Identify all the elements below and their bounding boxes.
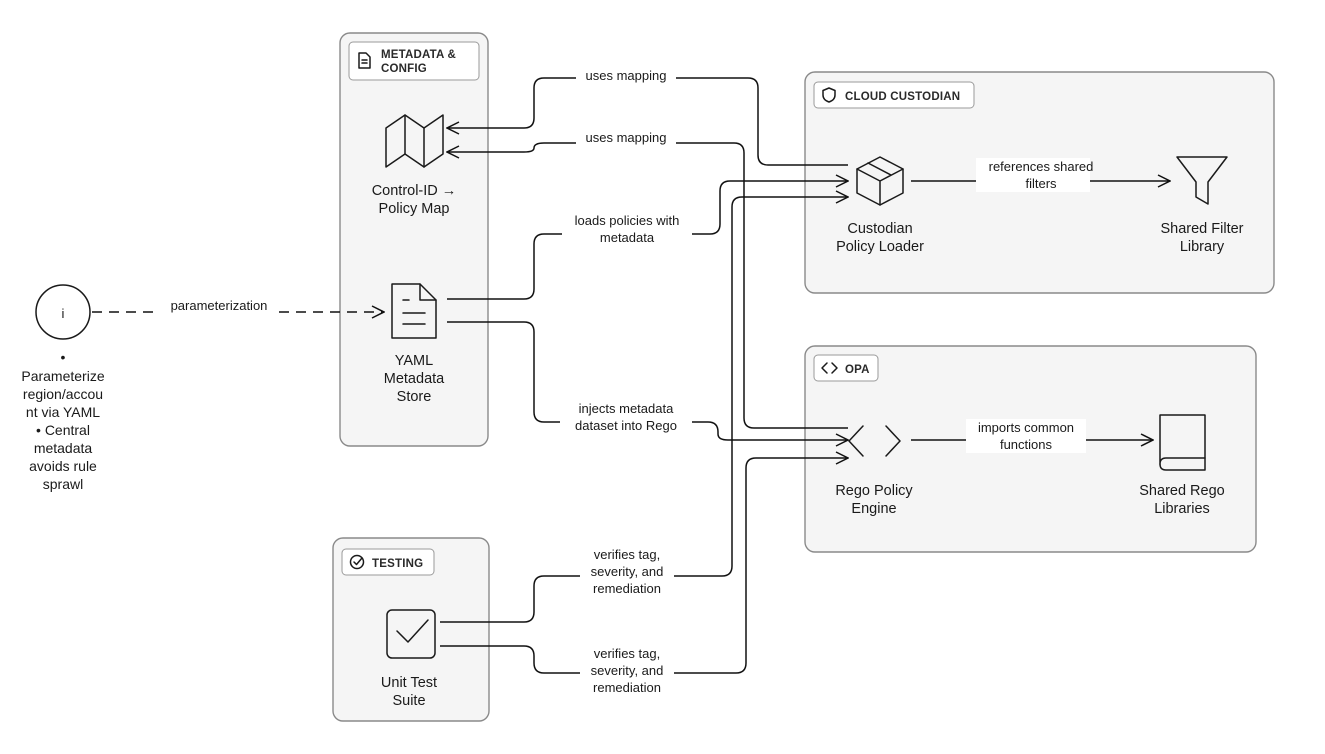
node-custodian-loader[interactable]: Custodian Policy Loader	[836, 156, 924, 255]
label-verifies-1-line3: remediation	[593, 581, 661, 596]
label-verifies-2-line2: severity, and	[591, 663, 664, 678]
label-verifies-1-line1: verifies tag,	[594, 547, 660, 562]
edge-labels: uses mapping uses mapping loads policies…	[160, 67, 1093, 697]
document-icon	[391, 283, 437, 339]
node-shared-filter-line1: Shared Filter	[1160, 221, 1243, 237]
label-verifies-1-line2: severity, and	[591, 564, 664, 579]
label-parameterization: parameterization	[171, 298, 268, 313]
node-shared-filter-line2: Library	[1180, 239, 1225, 255]
edge-uses-mapping-2	[447, 142, 848, 429]
group-opa-badge: OPA	[813, 354, 879, 382]
node-yaml-store-line3: Store	[397, 389, 432, 405]
node-yaml-store-line1: YAML	[395, 353, 433, 369]
node-policy-map-line1: Control-ID →	[372, 183, 457, 199]
checkbox-icon	[386, 609, 436, 659]
label-verifies-2-line1: verifies tag,	[594, 646, 660, 661]
node-shared-rego-line2: Libraries	[1154, 501, 1210, 517]
node-unit-test[interactable]: Unit Test Suite	[381, 609, 437, 709]
node-yaml-store-line2: Metadata	[384, 371, 445, 387]
node-policy-map-line2: Policy Map	[379, 201, 450, 217]
note-line-3: region/accou	[23, 386, 103, 402]
note-line-7: avoids rule	[29, 458, 97, 474]
node-rego-engine[interactable]: Rego Policy Engine	[835, 425, 913, 517]
label-imports-functions-line2: functions	[1000, 437, 1053, 452]
group-testing-label: TESTING	[372, 558, 423, 570]
info-icon	[35, 284, 91, 340]
label-imports-functions-line1: imports common	[978, 420, 1074, 435]
document-icon	[358, 52, 371, 69]
node-custodian-loader-line2: Policy Loader	[836, 239, 924, 255]
group-metadata-badge: METADATA & CONFIG	[348, 41, 480, 81]
note-text: • Parameterize region/accou nt via YAML …	[21, 349, 104, 492]
note-line-5: • Central	[36, 422, 90, 438]
group-metadata-config: METADATA & CONFIG	[339, 32, 489, 447]
filter-icon	[1176, 156, 1228, 205]
shield-icon	[822, 87, 836, 103]
code-brackets-icon	[821, 362, 838, 374]
map-icon	[385, 114, 444, 168]
group-metadata-label-line1: METADATA &	[381, 49, 456, 61]
info-glyph: i	[62, 306, 65, 321]
node-rego-engine-line1: Rego Policy	[835, 483, 913, 499]
node-shared-rego[interactable]: Shared Rego Libraries	[1139, 414, 1225, 517]
label-references-filters-line2: filters	[1025, 176, 1057, 191]
label-loads-policies-line2: metadata	[600, 230, 655, 245]
package-icon	[856, 156, 904, 206]
node-rego-engine-line2: Engine	[851, 501, 896, 517]
group-testing: TESTING	[332, 537, 490, 722]
node-info[interactable]: i	[35, 284, 91, 340]
check-circle-icon	[349, 554, 365, 570]
label-uses-mapping-2: uses mapping	[586, 130, 667, 145]
note-line-6: metadata	[34, 440, 93, 456]
group-custodian-badge: CLOUD CUSTODIAN	[813, 81, 975, 109]
note-line-2: Parameterize	[21, 368, 104, 384]
node-custodian-loader-line1: Custodian	[847, 221, 912, 237]
label-loads-policies-line1: loads policies with	[575, 213, 680, 228]
node-unit-test-line1: Unit Test	[381, 675, 437, 691]
note-line-4: nt via YAML	[26, 404, 100, 420]
label-references-filters-line1: references shared	[989, 159, 1094, 174]
group-testing-badge: TESTING	[341, 548, 435, 576]
node-unit-test-line2: Suite	[392, 693, 425, 709]
node-policy-map[interactable]: Control-ID → Policy Map	[372, 114, 457, 217]
book-icon	[1159, 414, 1206, 471]
note-line-8: sprawl	[43, 476, 83, 492]
code-brackets-icon	[848, 425, 901, 457]
node-yaml-store[interactable]: YAML Metadata Store	[384, 283, 445, 405]
node-shared-filter[interactable]: Shared Filter Library	[1160, 156, 1244, 255]
group-custodian-label: CLOUD CUSTODIAN	[845, 91, 960, 103]
label-verifies-2-line3: remediation	[593, 680, 661, 695]
label-uses-mapping-1: uses mapping	[586, 68, 667, 83]
label-injects-metadata-line1: injects metadata	[579, 401, 674, 416]
note-line-1: •	[61, 349, 66, 365]
group-metadata-label-line2: CONFIG	[381, 63, 427, 75]
label-injects-metadata-line2: dataset into Rego	[575, 418, 677, 433]
group-opa-label: OPA	[845, 364, 870, 376]
node-shared-rego-line1: Shared Rego	[1139, 483, 1224, 499]
